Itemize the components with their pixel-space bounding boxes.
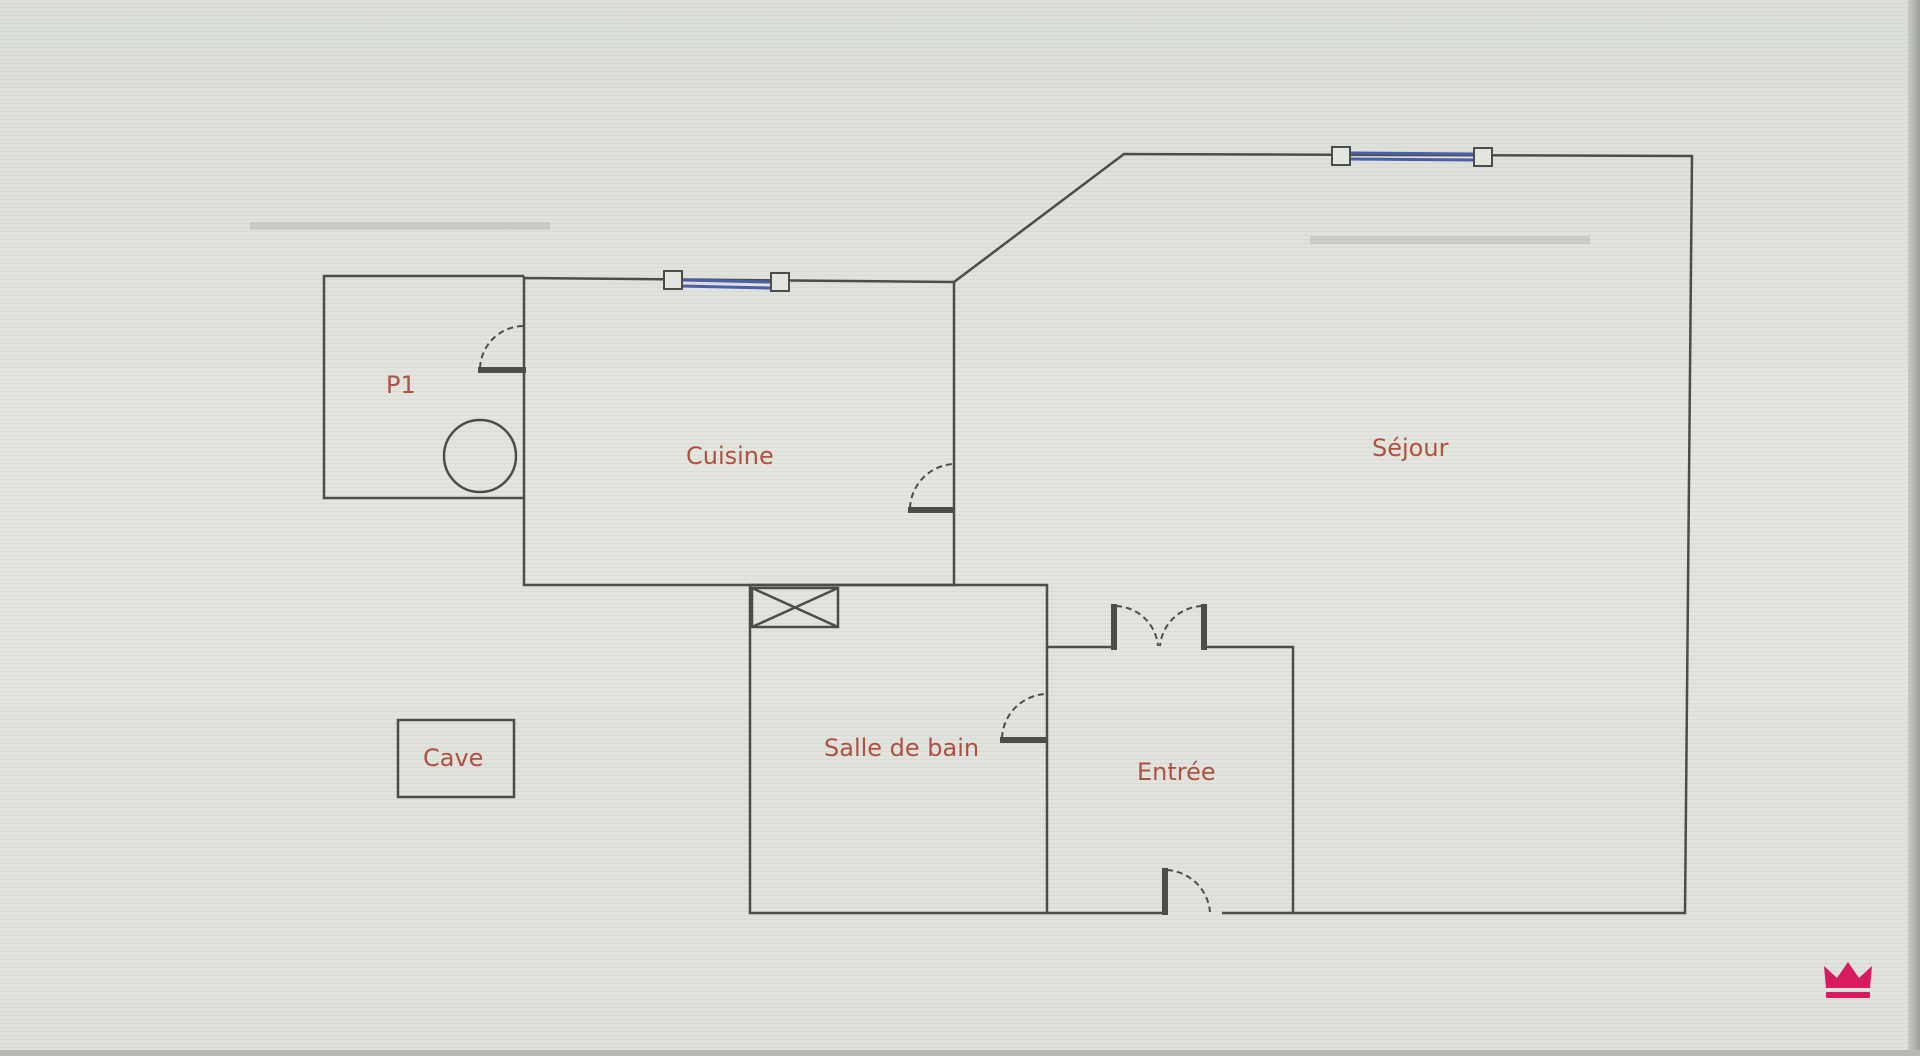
paper-smudges	[250, 222, 1590, 244]
screen-edge-right	[1908, 0, 1920, 1056]
door-salle-de-bain	[1000, 693, 1047, 743]
water-heater-circle	[442, 418, 518, 494]
vent-shaft	[750, 586, 840, 629]
door-cuisine-sejour	[908, 463, 955, 513]
wall-cuisine	[522, 276, 956, 587]
wall-cave	[396, 718, 516, 799]
room-label-cuisine: Cuisine	[686, 442, 774, 470]
wall-entree-right	[1205, 645, 1295, 913]
room-label-sejour: Séjour	[1372, 434, 1449, 462]
crown-icon	[1824, 962, 1872, 998]
window-cuisine	[663, 270, 790, 292]
window-sejour	[1331, 146, 1493, 167]
room-label-salle-de-bain: Salle de bain	[824, 734, 979, 762]
wall-sejour	[953, 152, 1694, 915]
walls	[322, 152, 1694, 915]
doors	[478, 324, 1211, 915]
screen-edge-bottom	[0, 1050, 1920, 1056]
door-entree-main	[1162, 868, 1211, 915]
room-label-cave: Cave	[423, 744, 483, 772]
room-label-entree: Entrée	[1137, 758, 1216, 786]
wall-p1	[322, 274, 524, 500]
vent-shaft-cross-2	[751, 586, 839, 629]
room-label-p1: P1	[386, 371, 416, 399]
door-entree-double	[1111, 604, 1207, 650]
door-p1	[478, 324, 526, 373]
